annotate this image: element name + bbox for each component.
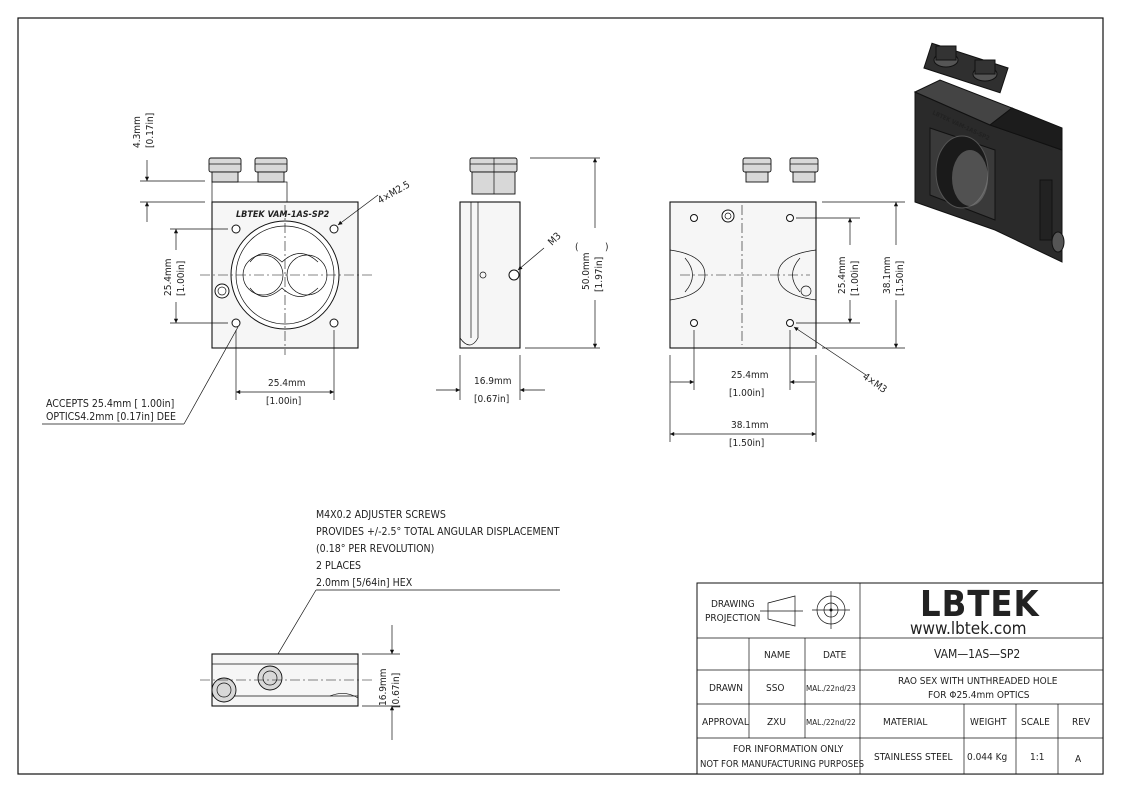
disclaimer-1: FOR INFORMATION ONLY xyxy=(733,744,844,755)
brand-logo: LBTEK xyxy=(920,584,1041,625)
col-name: NAME xyxy=(764,650,791,661)
rev-value: A xyxy=(1075,754,1082,765)
note-line-5: 2.0mm [5/64in] HEX xyxy=(316,577,413,589)
notes: M4X0.2 ADJUSTER SCREWS PROVIDES +/-2.5° … xyxy=(271,509,560,665)
drawn-date: MAL./22nd/23 xyxy=(806,684,856,693)
brand-website: www.lbtek.com xyxy=(910,619,1027,639)
top-dim: 16.9mm xyxy=(378,668,389,706)
front-dim-top-in: [0.17in] xyxy=(145,113,156,148)
title-block: DRAWING PROJECTION LBTEK www.lbtek.com N… xyxy=(696,582,1104,775)
drawn-name: SSO xyxy=(766,683,785,694)
side-thread-callout: M3 xyxy=(546,231,563,248)
side-dim-width: 16.9mm xyxy=(474,376,512,387)
description-1: RAO SEX WITH UNTHREADED HOLE xyxy=(898,676,1058,687)
back-dim-outer-h-in: [1.50in] xyxy=(729,438,764,449)
scale-value: 1:1 xyxy=(1030,752,1044,763)
back-dim-inner-v: 25.4mm xyxy=(837,256,848,294)
front-label: LBTEK VAM-1AS-SP2 xyxy=(236,210,330,220)
back-screw-callout: 4×M3 xyxy=(860,371,888,395)
col-date: DATE xyxy=(823,650,847,661)
product-render: LBTEK VAM-1AS-SP2 xyxy=(913,42,1065,263)
front-screw-callout: 4×M2.5 xyxy=(376,179,412,206)
approval-date: MAL./22nd/22 xyxy=(806,718,856,727)
row-approval: APPROVAL xyxy=(702,717,749,728)
back-dim-inner-h-in: [1.00in] xyxy=(729,388,764,399)
note-line-2: PROVIDES +/-2.5° TOTAL ANGULAR DISPLACEM… xyxy=(316,526,560,538)
top-view: 16.9mm [0.67in] xyxy=(200,625,402,740)
back-view: 25.4mm [1.00in] 38.1mm [1.50in] 25.4mm [… xyxy=(669,157,906,449)
svg-text:(: ( xyxy=(575,242,579,253)
accepts-line-1: ACCEPTS 25.4mm [ 1.00in] xyxy=(46,398,174,410)
weight-value: 0.044 Kg xyxy=(967,752,1007,763)
note-line-3: (0.18° PER REVOLUTION) xyxy=(316,543,434,555)
back-dim-outer-h: 38.1mm xyxy=(731,420,769,431)
col-weight: WEIGHT xyxy=(970,717,1007,728)
col-material: MATERIAL xyxy=(883,717,927,728)
front-dim-top: 4.3mm xyxy=(132,116,143,148)
projection-label-2: PROJECTION xyxy=(705,613,760,624)
description-2: FOR Φ25.4mm OPTICS xyxy=(928,690,1030,701)
row-drawn: DRAWN xyxy=(709,683,743,694)
side-view: M3 50.0mm [1.97in] ( ) 16.9mm [0.67in] xyxy=(436,157,609,405)
back-dim-outer-v: 38.1mm xyxy=(882,256,893,294)
approval-name: ZXU xyxy=(767,717,786,728)
side-dim-height-in: [1.97in] xyxy=(594,257,605,292)
front-dim-horizontal-in: [1.00in] xyxy=(266,396,301,407)
part-number: VAM—1AS—SP2 xyxy=(934,647,1020,661)
front-view: LBTEK VAM-1AS-SP2 4.3mm [0.17in] 25.4mm … xyxy=(42,113,412,425)
projection-circle-icon xyxy=(812,591,850,629)
side-dim-width-in: [0.67in] xyxy=(474,394,509,405)
sheet-border xyxy=(17,17,1104,775)
front-dim-vertical: 25.4mm xyxy=(163,258,174,296)
svg-text:): ) xyxy=(605,242,609,253)
back-dim-inner-v-in: [1.00in] xyxy=(850,261,861,296)
disclaimer-2: NOT FOR MANUFACTURING PURPOSES xyxy=(700,759,864,770)
col-rev: REV xyxy=(1072,717,1091,728)
material-value: STAINLESS STEEL xyxy=(874,752,953,763)
side-dim-height: 50.0mm xyxy=(581,252,592,290)
back-dim-inner-h: 25.4mm xyxy=(731,370,769,381)
front-dim-vertical-in: [1.00in] xyxy=(176,261,187,296)
col-scale: SCALE xyxy=(1021,717,1050,728)
accepts-line-2: OPTICS4.2mm [0.17in] DEE xyxy=(46,411,176,423)
back-dim-outer-v-in: [1.50in] xyxy=(895,261,906,296)
top-dim-in: [0.67in] xyxy=(391,673,402,708)
note-line-1: M4X0.2 ADJUSTER SCREWS xyxy=(316,509,446,521)
note-line-4: 2 PLACES xyxy=(316,560,361,572)
front-dim-horizontal: 25.4mm xyxy=(268,378,306,389)
projection-label-1: DRAWING xyxy=(711,599,755,610)
